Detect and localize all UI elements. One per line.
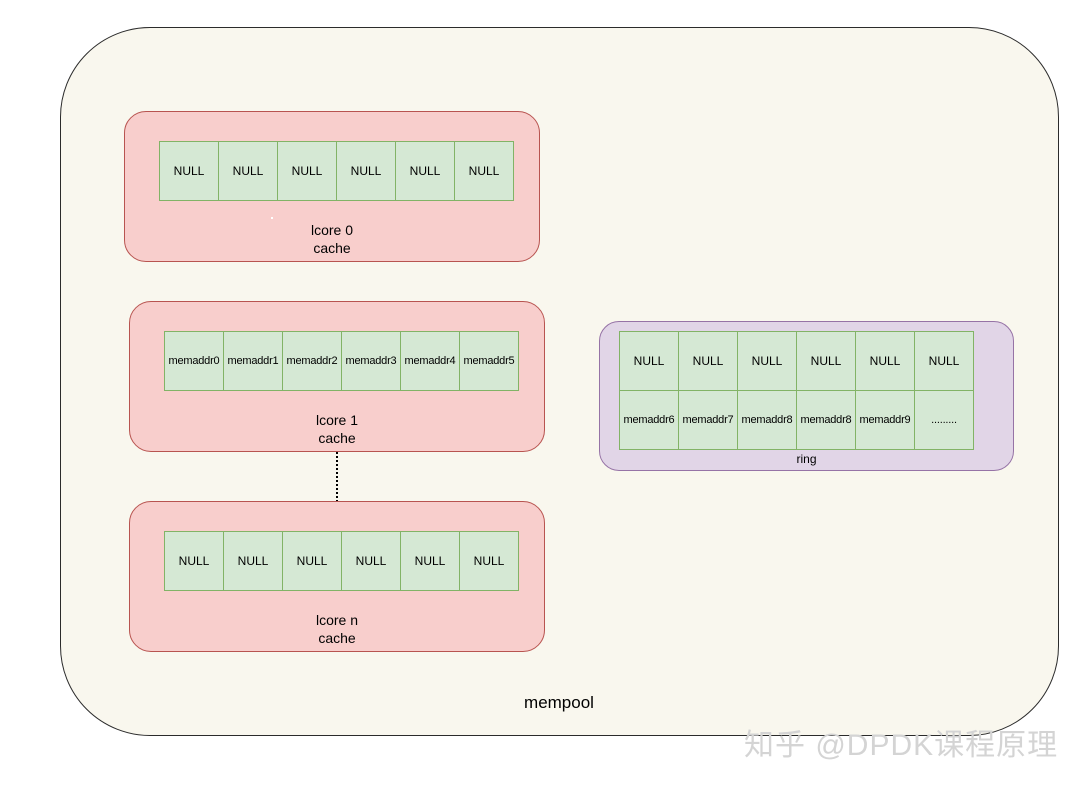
mempool-label: mempool <box>524 693 594 712</box>
cache-cell: NULL <box>277 141 337 201</box>
cache-cell: NULL <box>218 141 278 201</box>
lcore-n-cells: NULL NULL NULL NULL NULL NULL <box>164 531 519 591</box>
ring-cell: memaddr8 <box>796 390 856 450</box>
lcore-0-cells: NULL NULL NULL NULL NULL NULL <box>159 141 514 201</box>
cache-cell: NULL <box>454 141 514 201</box>
ring-cell: memaddr8 <box>737 390 797 450</box>
cache-cell: NULL <box>459 531 519 591</box>
lcore-1-cells: memaddr0 memaddr1 memaddr2 memaddr3 mema… <box>164 331 519 391</box>
ring-cell: ......... <box>914 390 974 450</box>
ring-cell: memaddr9 <box>855 390 915 450</box>
ring-row-2: memaddr6 memaddr7 memaddr8 memaddr8 mema… <box>619 390 974 450</box>
cache-cell: NULL <box>336 141 396 201</box>
cache-cell: NULL <box>223 531 283 591</box>
cache-cell: memaddr2 <box>282 331 342 391</box>
stray-dot <box>271 217 273 219</box>
lcore-n-cache-label: lcore n cache <box>315 612 359 646</box>
cache-cell: NULL <box>159 141 219 201</box>
ring-cell: NULL <box>678 331 738 391</box>
cache-cell: memaddr1 <box>223 331 283 391</box>
cache-cell: NULL <box>341 531 401 591</box>
ring-cell: NULL <box>796 331 856 391</box>
lcore-1-cache-label: lcore 1 cache <box>315 412 359 446</box>
cache-cell: memaddr0 <box>164 331 224 391</box>
ring-label: ring <box>796 452 817 466</box>
ring-cell: NULL <box>914 331 974 391</box>
cache-cell: memaddr3 <box>341 331 401 391</box>
lcore-0-cache-label: lcore 0 cache <box>310 222 354 256</box>
cache-cell: NULL <box>400 531 460 591</box>
watermark: 知乎 @DPDK课程原理 <box>744 729 1059 762</box>
cache-cell: NULL <box>164 531 224 591</box>
cache-cell: NULL <box>282 531 342 591</box>
ring-cell: NULL <box>737 331 797 391</box>
ring-cell: NULL <box>619 331 679 391</box>
ring-cell: memaddr7 <box>678 390 738 450</box>
cache-cell: memaddr5 <box>459 331 519 391</box>
ellipsis-connector <box>336 452 338 502</box>
cache-cell: NULL <box>395 141 455 201</box>
ring-cell: NULL <box>855 331 915 391</box>
ring-row-1: NULL NULL NULL NULL NULL NULL <box>619 331 974 391</box>
cache-cell: memaddr4 <box>400 331 460 391</box>
ring-cell: memaddr6 <box>619 390 679 450</box>
